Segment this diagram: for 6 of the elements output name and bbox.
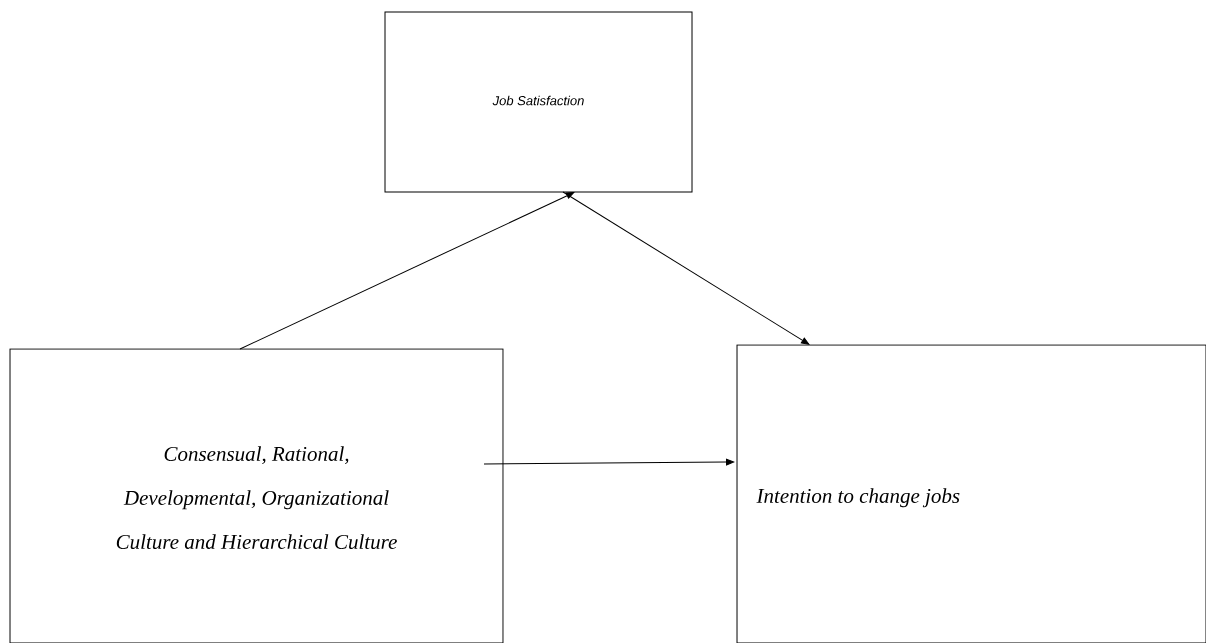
arrow xyxy=(562,191,810,345)
text-box: Intention to change jobs xyxy=(736,344,1206,643)
arrow xyxy=(239,192,575,350)
text-box: Consensual, Rational, Developmental, Organizational Culture and Hierarchical Culture xyxy=(9,348,504,643)
arrow xyxy=(483,458,735,466)
text-box: Job Satisfaction xyxy=(384,11,693,193)
